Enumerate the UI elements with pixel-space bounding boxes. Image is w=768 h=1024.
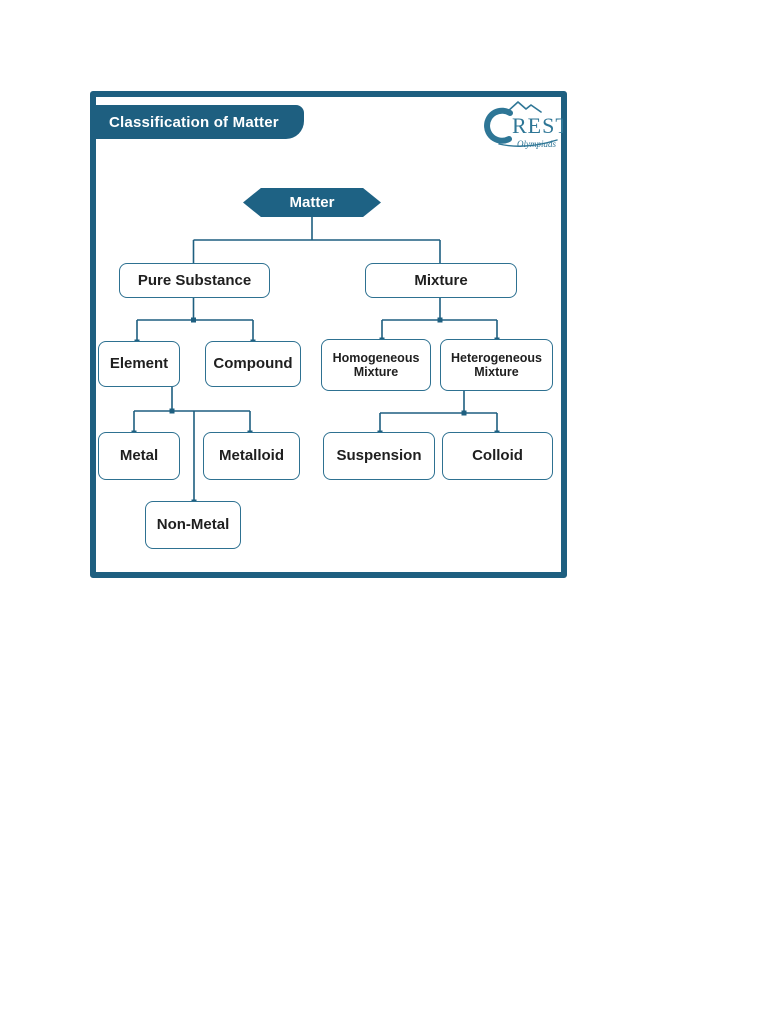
node-metalloid: Metalloid [203, 432, 300, 480]
node-colloid: Colloid [442, 432, 553, 480]
page-title: Classification of Matter [109, 113, 279, 131]
logo-underline-swoosh [498, 139, 558, 147]
logo-tagline: Olympiads [517, 139, 556, 149]
crest-logo: REST Olympiads [484, 101, 563, 149]
mountain-icon [506, 101, 542, 113]
node-matter-label: Matter [289, 194, 335, 211]
node-heterogeneous-mixture: Heterogeneous Mixture [440, 339, 553, 391]
node-mixture: Mixture [365, 263, 517, 298]
node-matter: Matter [243, 188, 381, 217]
node-suspension: Suspension [323, 432, 435, 480]
node-metal: Metal [98, 432, 180, 480]
logo-c-swoosh [484, 107, 513, 144]
node-non-metal: Non-Metal [145, 501, 241, 549]
node-compound: Compound [205, 341, 301, 387]
node-homogeneous-mixture: Homogeneous Mixture [321, 339, 431, 391]
logo-brand-rest: REST [512, 113, 563, 138]
node-pure-substance: Pure Substance [119, 263, 270, 298]
title-banner: Classification of Matter [96, 105, 304, 139]
node-element: Element [98, 341, 180, 387]
